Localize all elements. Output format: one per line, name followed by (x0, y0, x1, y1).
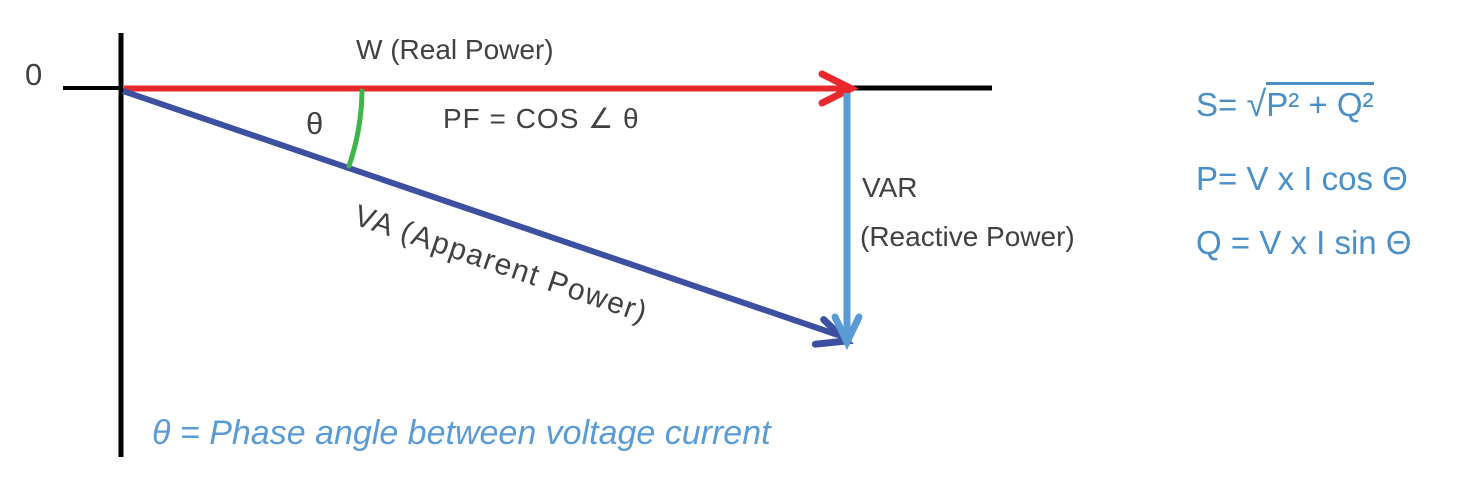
formula-apparent-power: S= √P² + Q² (1196, 82, 1374, 124)
real-power-label: W (Real Power) (356, 34, 554, 65)
angle-arc (346, 88, 365, 169)
reactive-power-arrowhead (831, 313, 863, 351)
formula-s-expression: P² + Q² (1266, 82, 1374, 123)
theta-angle-label: θ (306, 106, 324, 141)
reactive-power-label-line1: VAR (862, 172, 918, 203)
phase-angle-footnote: θ = Phase angle between voltage current (152, 414, 771, 452)
formula-reactive-power: Q = V x I sin Θ (1196, 224, 1412, 261)
reactive-power-label-line2: (Reactive Power) (860, 221, 1075, 252)
radical-sign: √ (1246, 83, 1267, 124)
formula-s-lhs: S= (1196, 86, 1238, 123)
apparent-power-arrow (122, 88, 839, 338)
power-factor-label: PF = COS ∠ θ (443, 103, 640, 134)
formula-real-power: P= V x I cos Θ (1196, 160, 1408, 197)
real-power-arrowhead (818, 70, 859, 107)
origin-label: 0 (25, 57, 43, 92)
